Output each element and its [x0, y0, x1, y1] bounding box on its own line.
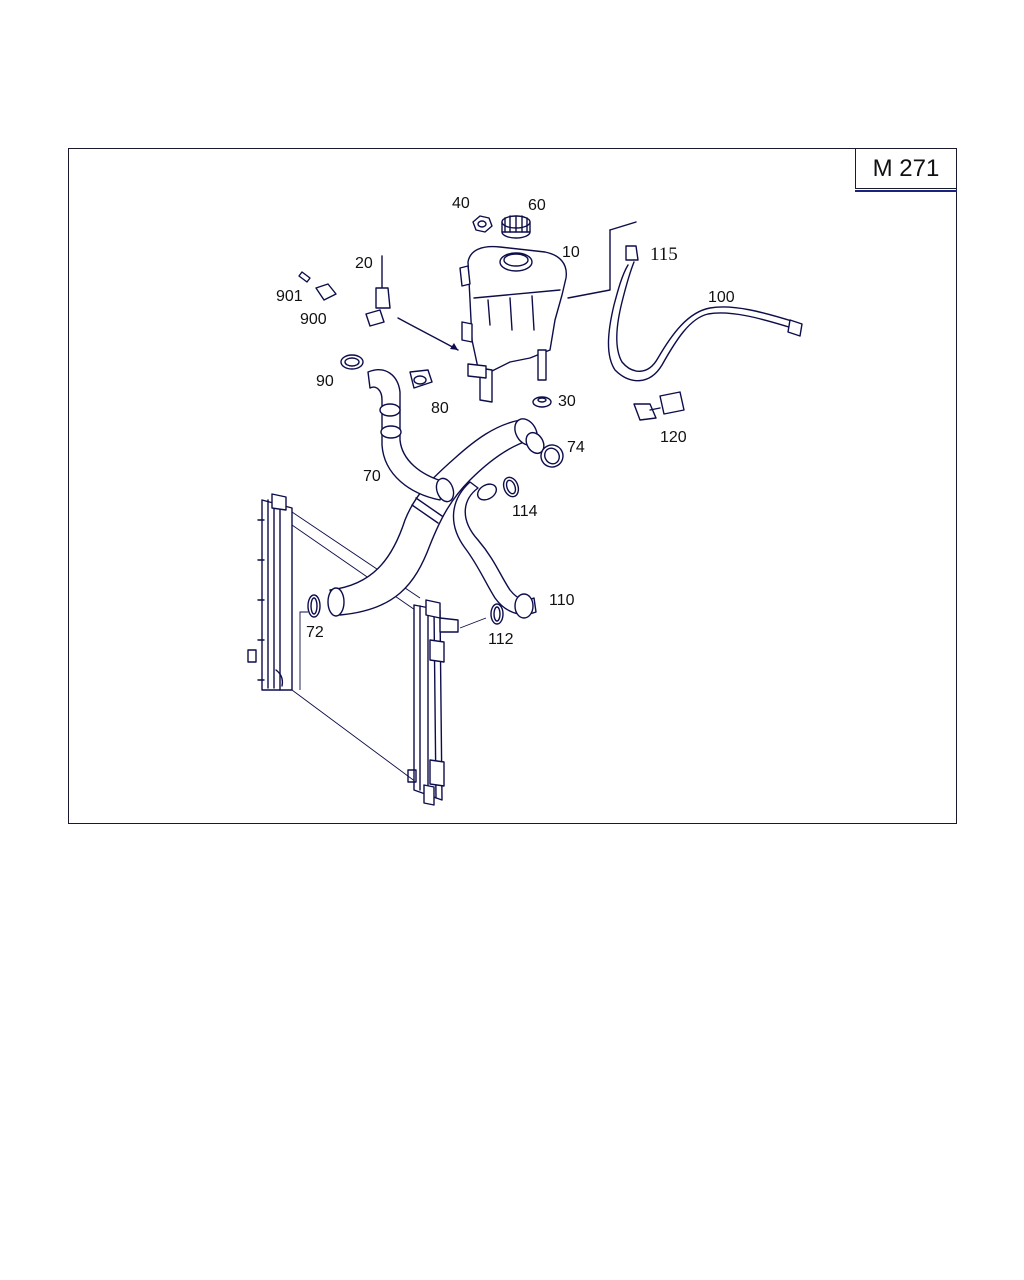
filler-cap — [501, 215, 531, 239]
vent-pipe — [567, 221, 803, 382]
radiator — [247, 493, 459, 806]
callout-112: 112 — [488, 631, 514, 648]
grommet — [532, 396, 552, 408]
callout-90: 90 — [316, 373, 334, 390]
callout-901: 901 — [276, 288, 303, 305]
lower-hose — [452, 481, 537, 619]
callout-100: 100 — [708, 289, 735, 306]
expansion-tank — [459, 245, 567, 403]
callout-40: 40 — [452, 195, 470, 212]
callout-114: 114 — [512, 503, 538, 520]
callout-10: 10 — [562, 244, 580, 261]
model-label: M 271 — [872, 154, 940, 182]
leader-lines — [299, 611, 487, 690]
callout-60: 60 — [528, 197, 546, 214]
callout-110: 110 — [549, 592, 575, 609]
diagram-frame — [68, 148, 957, 824]
nut — [472, 215, 493, 233]
callout-120: 120 — [660, 429, 687, 446]
hose-clamps — [340, 354, 433, 389]
callout-74: 74 — [567, 439, 585, 456]
callout-labels: 40 60 10 20 901 900 115 100 90 80 30 120… — [276, 195, 735, 648]
callout-72: 72 — [306, 624, 324, 641]
level-sensor — [298, 255, 459, 351]
callout-900: 900 — [300, 311, 327, 328]
callout-20: 20 — [355, 255, 373, 272]
seal-rings — [307, 444, 564, 625]
model-box: M 271 — [855, 148, 957, 192]
callout-115: 115 — [650, 244, 678, 265]
callout-80: 80 — [431, 400, 449, 417]
tank-outlet-hose — [367, 369, 455, 503]
upper-radiator-hose — [327, 418, 545, 617]
callout-70: 70 — [363, 468, 381, 485]
callout-30: 30 — [558, 393, 576, 410]
pipe-clip — [633, 391, 685, 421]
